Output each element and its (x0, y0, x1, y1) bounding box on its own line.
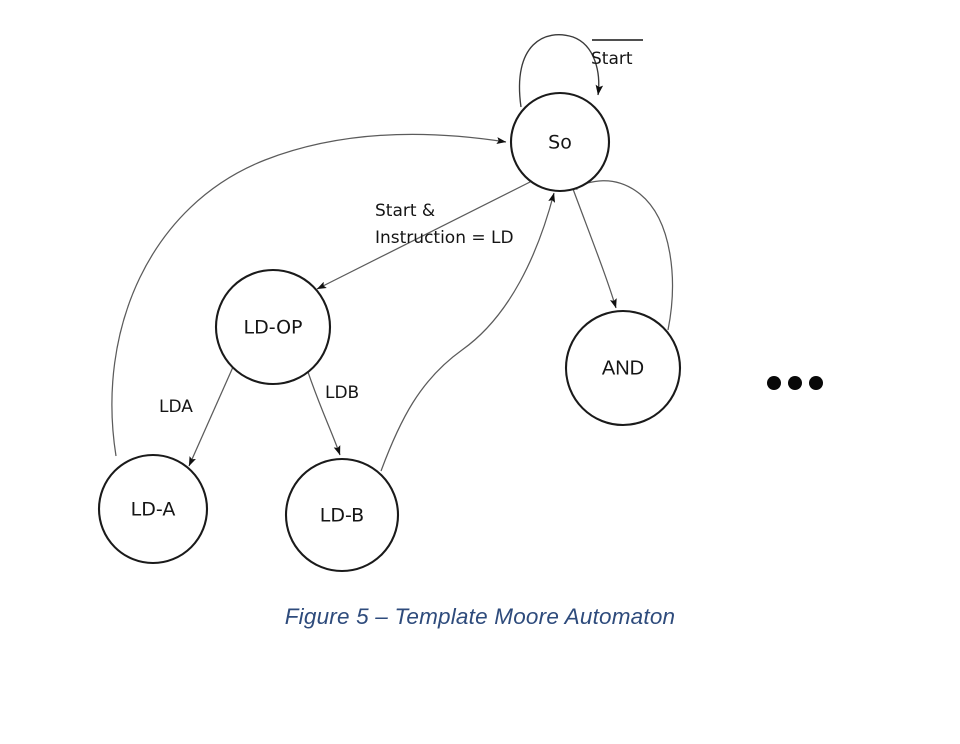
transition-label-start-and-instruction-line2: Instruction = LD (375, 228, 514, 248)
transition-so-self-loop: Start (518, 34, 643, 108)
transition-so-to-and-path (572, 188, 617, 309)
state-node-lda[interactable]: LD-A (97, 453, 209, 565)
state-circle-so[interactable] (509, 91, 611, 193)
transition-lda-to-so-path (111, 133, 507, 457)
transition-and-to-so-path (567, 180, 674, 331)
transition-ldop-to-ldb: LDB (307, 371, 359, 456)
state-node-ldb[interactable]: LD-B (284, 457, 400, 573)
transition-lda-to-so (111, 133, 507, 457)
ellipsis-dot-1 (767, 376, 781, 390)
state-label-lda: LD-A (131, 499, 176, 521)
state-label-so: So (548, 132, 572, 154)
transition-so-to-ldop: Start & Instruction = LD (316, 179, 535, 290)
figure-caption: Figure 5 – Template Moore Automaton (284, 604, 676, 629)
transition-ldop-to-lda: LDA (159, 366, 234, 467)
transition-label-start-and-instruction-line1: Start & (375, 201, 435, 221)
ellipsis-dot-3 (809, 376, 823, 390)
state-label-ldop: LD-OP (243, 317, 302, 339)
transition-and-to-so (567, 180, 674, 331)
transition-ldop-to-ldb-path (307, 371, 341, 456)
state-circle-ldop[interactable] (214, 268, 332, 386)
transition-ldb-to-so-path (380, 192, 556, 472)
transition-ldop-to-lda-path (188, 366, 234, 467)
state-node-so[interactable]: So (509, 91, 611, 193)
transition-ldb-to-so (380, 192, 556, 472)
state-circle-ldb[interactable] (284, 457, 400, 573)
transition-label-lda: LDA (159, 397, 193, 417)
more-states-ellipsis (767, 376, 823, 390)
state-circle-lda[interactable] (97, 453, 209, 565)
state-label-and: AND (602, 357, 644, 379)
transition-label-ldb: LDB (325, 383, 359, 403)
state-circle-and[interactable] (564, 309, 682, 427)
state-label-ldb: LD-B (320, 505, 364, 527)
state-node-ldop[interactable]: LD-OP (214, 268, 332, 386)
ellipsis-dot-2 (788, 376, 802, 390)
transition-so-to-ldop-path (316, 179, 535, 290)
transition-label-start-not: Start (591, 49, 633, 69)
state-node-and[interactable]: AND (564, 309, 682, 427)
transition-so-self-loop-path (518, 34, 604, 108)
transition-so-to-and (572, 188, 617, 309)
